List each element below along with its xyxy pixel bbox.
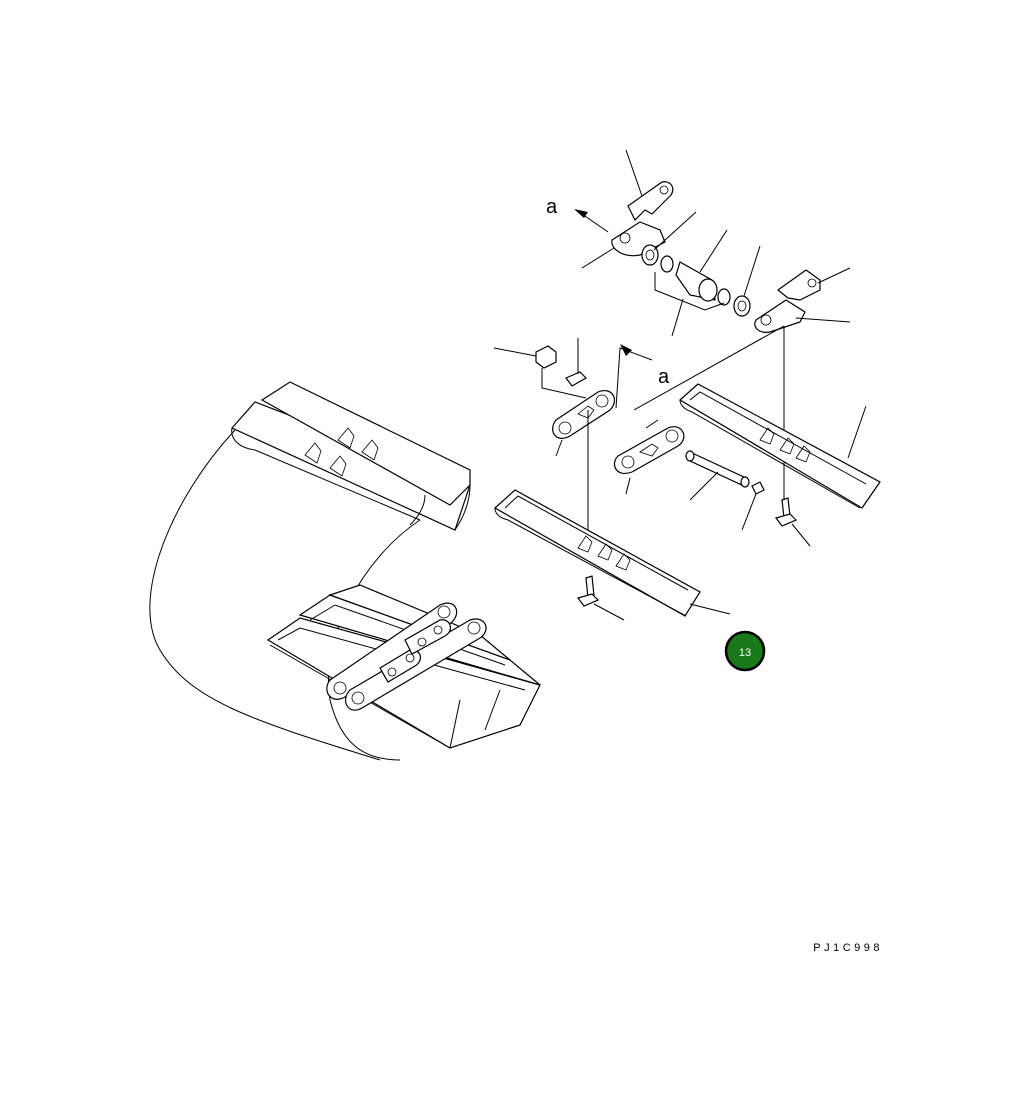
- seal-bushing-stack: [641, 211, 761, 337]
- master-link-right-lower: [754, 299, 851, 333]
- track-chain-links: [326, 602, 487, 711]
- master-link-right-upper: [777, 267, 851, 301]
- track-assembly-illustration: [149, 381, 541, 761]
- track-shoe-left: [493, 489, 731, 617]
- track-link-middle: [613, 419, 685, 495]
- spring-pin: [741, 481, 765, 531]
- callout-badge-circle: [724, 630, 766, 672]
- shoe-bolt-left: [576, 575, 625, 621]
- callout-number: 13: [739, 647, 751, 659]
- arrow-label-a-mid: a: [658, 366, 670, 388]
- track-pin: [685, 450, 750, 501]
- arrow-label-a-top: a: [546, 196, 558, 218]
- shoe-bolt-right: [774, 497, 811, 547]
- track-link-left: [552, 390, 615, 535]
- track-shoe-right: [678, 383, 881, 509]
- view-arrow-a-top: a: [546, 196, 609, 233]
- callout-badge-13[interactable]: 13: [724, 630, 766, 672]
- drawing-code: PJ1C998: [813, 942, 883, 954]
- master-link-upper-part: [625, 149, 674, 222]
- exploded-components: a: [493, 149, 881, 621]
- view-arrow-a-mid: a: [615, 344, 670, 409]
- nut-and-bolt: [493, 338, 587, 399]
